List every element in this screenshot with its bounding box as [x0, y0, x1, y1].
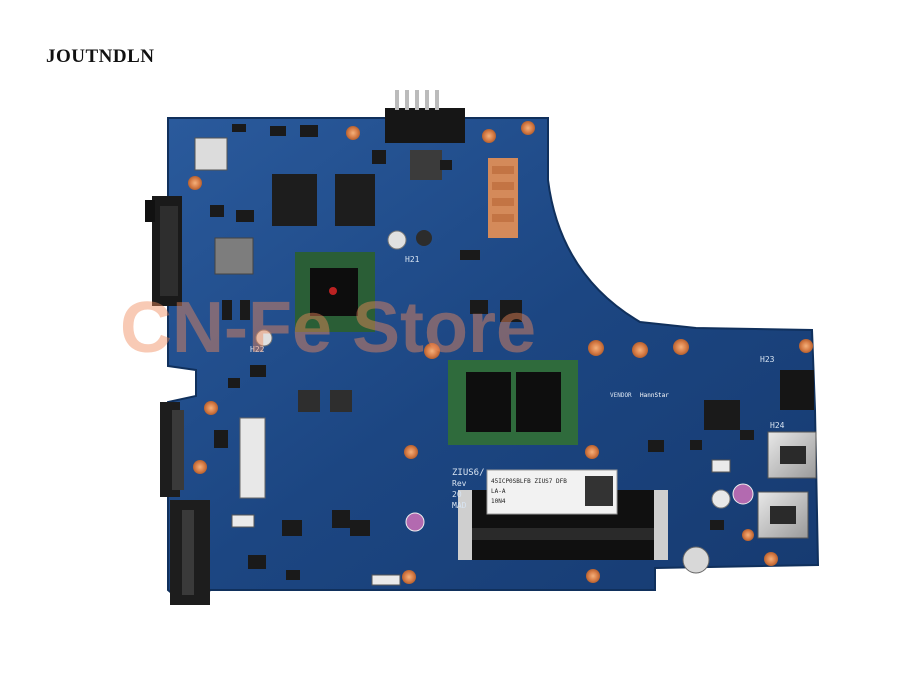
label-h21: H21 [405, 255, 420, 264]
ribbon-connector [239, 417, 266, 499]
cpu-chip [448, 360, 578, 445]
label-mad: MAD [452, 501, 467, 510]
label-h24: H24 [770, 421, 785, 430]
sticker-line-3: 10N4 [491, 498, 506, 505]
label-h23: H23 [760, 355, 775, 364]
capacitor-6 [711, 489, 731, 509]
sata-connector-upper [160, 402, 184, 497]
capacitor-1 [387, 230, 407, 250]
sticker-line-1: 45ICP0SBLFB ZIUS7 DFB [491, 478, 567, 485]
label-model: ZIUS6/ [452, 468, 485, 478]
fan-connector [194, 137, 228, 171]
capacitor-4 [405, 512, 425, 532]
inductor-3 [298, 390, 320, 412]
inductor-1 [214, 237, 254, 275]
usb-port-2 [757, 491, 809, 539]
label-year: 20 [452, 490, 462, 499]
small-connector-1 [371, 574, 401, 586]
capacitor-5 [732, 483, 754, 505]
label-rev: Rev [452, 479, 467, 488]
smd-components [210, 124, 754, 580]
label-vendor: VENDOR [610, 392, 632, 399]
inductor-4 [330, 390, 352, 412]
label-sticker: 45ICP0SBLFB ZIUS7 DFB LA-A 10N4 [486, 469, 618, 515]
watermark: CN-Fe Store [120, 288, 536, 368]
power-connector [385, 90, 465, 143]
sticker-line-2: LA-A [491, 488, 506, 495]
label-hannstar: HannStar [640, 392, 669, 399]
capacitor-3 [255, 329, 273, 347]
copper-pads-top-right [488, 158, 518, 238]
label-h22: H22 [250, 345, 265, 354]
inductor-2 [410, 150, 442, 180]
vram-chip-2 [335, 174, 375, 226]
capacitor-2 [416, 230, 432, 246]
left-connector [145, 196, 182, 306]
mounting-pads [188, 121, 813, 584]
ethernet-connector [780, 370, 814, 410]
coin-battery [682, 546, 710, 574]
small-connector-2 [711, 459, 731, 473]
usb-port-1 [767, 431, 817, 479]
vram-chip-1 [272, 174, 317, 226]
gpu-chip [295, 252, 375, 332]
brand-logo: JOUTNDLN [46, 46, 155, 67]
small-connector-3 [231, 514, 255, 528]
sata-connector-lower [170, 500, 210, 605]
